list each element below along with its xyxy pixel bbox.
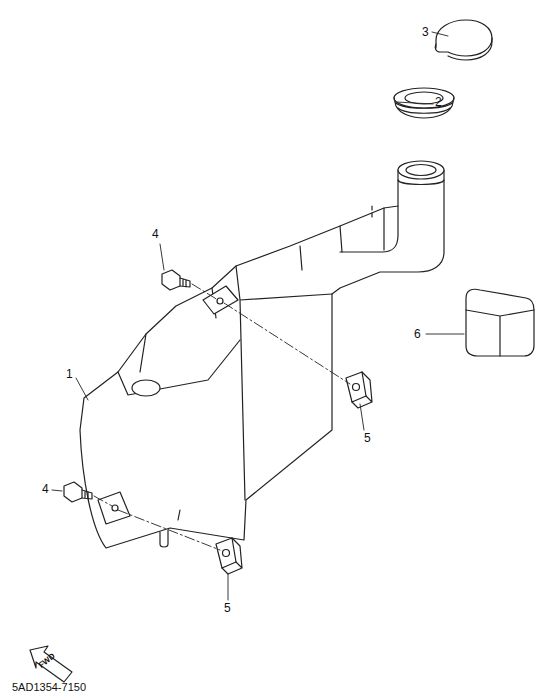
leader-line	[52, 32, 464, 600]
clip-nut	[216, 372, 372, 574]
callout-number: 2	[435, 96, 442, 108]
callout-number: 6	[414, 328, 421, 340]
oil-tank	[80, 161, 444, 548]
drawing-code: 5AD1354-7150	[12, 682, 86, 693]
assembly-line	[94, 284, 350, 550]
callout-number: 4	[152, 228, 159, 240]
band	[466, 289, 534, 356]
callout-number: 4	[42, 483, 49, 495]
forward-arrow	[30, 646, 72, 682]
callout-number: 5	[364, 432, 371, 444]
callout-number: 3	[422, 26, 429, 38]
callout-number: 5	[224, 602, 231, 614]
cap	[435, 20, 492, 60]
callout-number: 1	[66, 368, 73, 380]
bolt	[64, 270, 190, 502]
grommet	[394, 88, 454, 118]
